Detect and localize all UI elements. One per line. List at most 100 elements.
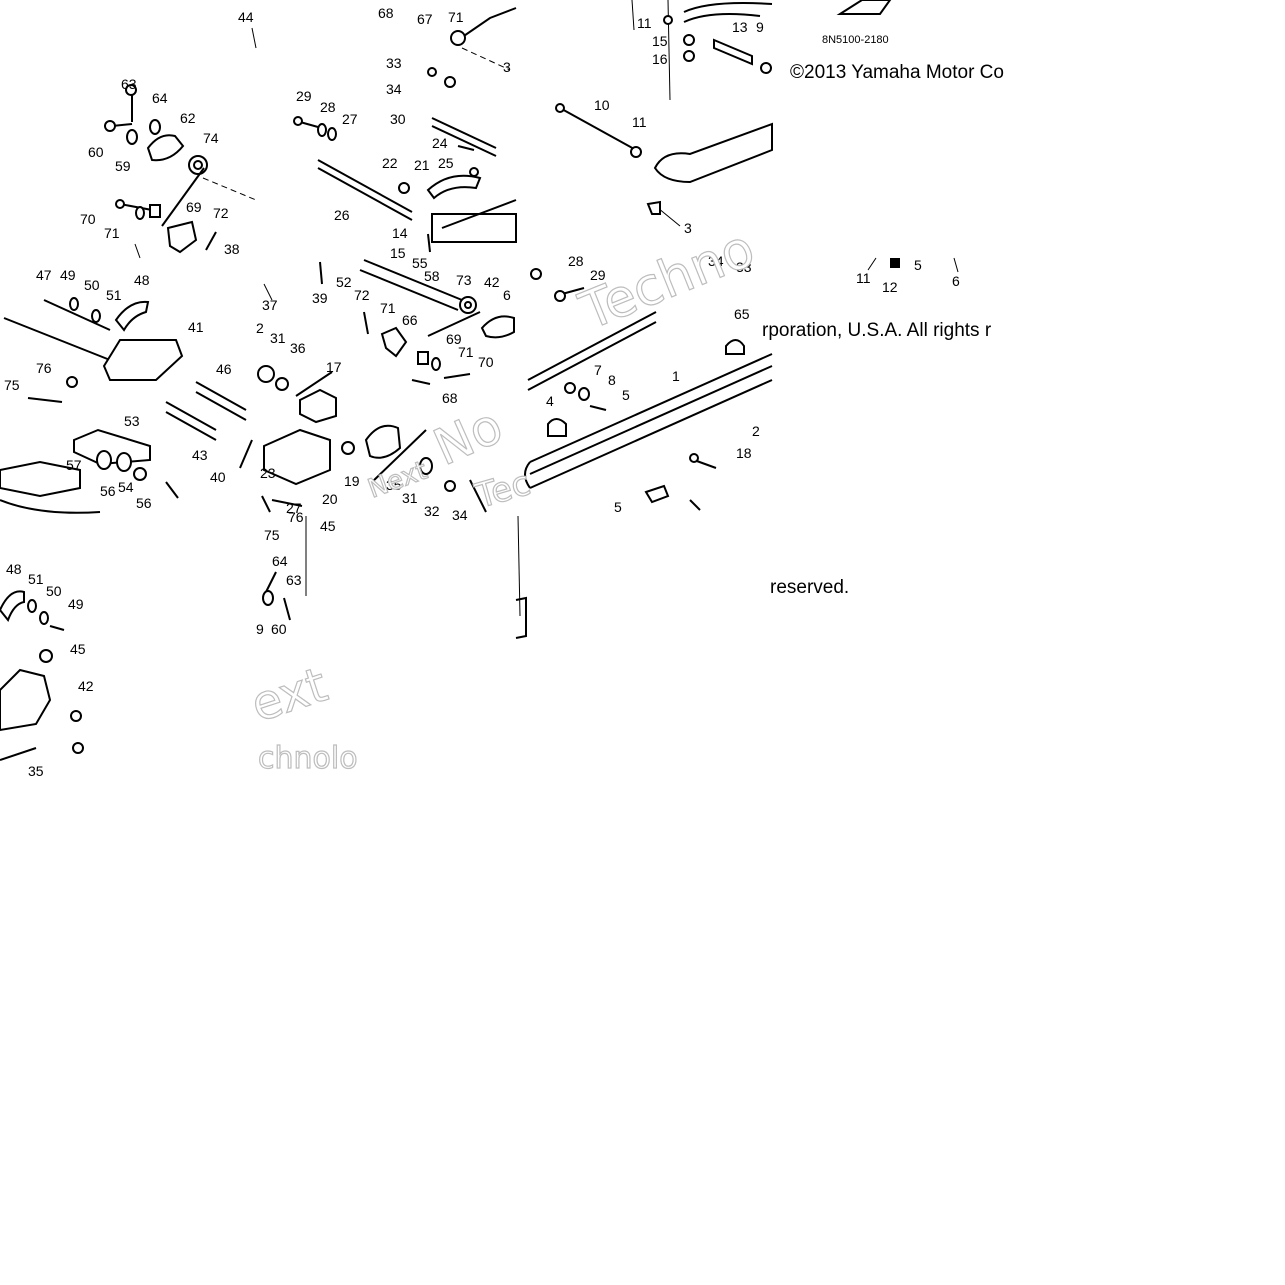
callout-54: 54 [118,479,134,495]
callout-35: 35 [28,763,44,779]
callout-3: 3 [684,220,692,236]
callout-15: 15 [390,245,406,261]
callout-48: 48 [6,561,22,577]
callout-24: 24 [432,135,448,151]
callout-11: 11 [637,15,652,31]
callout-2: 2 [752,423,760,439]
callout-7: 7 [594,362,602,378]
callout-52: 52 [336,274,352,290]
callout-64: 64 [152,90,168,106]
callout-72: 72 [354,287,370,303]
tile-g: 28 29 65 7 8 5 4 1 2 18 5 [515,253,773,639]
callout-29: 29 [590,267,606,283]
callout-39: 39 [312,290,328,306]
callout-60: 60 [88,144,104,160]
callout-56: 56 [100,483,116,499]
tile-h: 48 51 50 49 45 42 35 [0,561,94,779]
callout-71: 71 [448,9,464,25]
callout-12: 12 [882,279,898,295]
callout-32: 32 [424,503,440,519]
callout-71: 71 [104,225,120,241]
callout-38: 38 [224,241,240,257]
callout-11: 11 [856,270,871,286]
callout-25: 25 [438,155,454,171]
callout-11: 11 [632,114,647,130]
callout-1: 1 [672,368,680,384]
callout-70: 70 [80,211,96,227]
callout-6: 6 [952,273,960,289]
watermark-chnolo: chnolo [258,741,358,776]
callout-50: 50 [84,277,100,293]
callout-34: 34 [386,81,402,97]
callout-41: 41 [188,319,204,335]
callout-20: 20 [322,491,338,507]
callout-9: 9 [756,19,764,35]
callout-75: 75 [4,377,20,393]
callout-36: 36 [290,340,306,356]
callout-63: 63 [286,572,302,588]
callout-26: 26 [334,207,350,223]
callout-45: 45 [320,518,336,534]
tile-d: 8N5100-2180 11 12 5 6 34 33 [708,0,960,295]
callout-65: 65 [734,306,750,322]
callout-49: 49 [68,596,84,612]
callout-67: 67 [417,11,433,27]
callout-19: 19 [344,473,360,489]
copyright-line-3: reserved. [770,577,850,599]
callout-74: 74 [203,130,219,146]
callout-29: 29 [296,88,312,104]
callout-69: 69 [446,331,462,347]
callout-13: 13 [732,19,748,35]
callout-33: 33 [736,259,752,275]
callout-5: 5 [614,499,622,515]
copyright-line-1: ©2013 Yamaha Motor Co [790,62,1028,84]
callout-28: 28 [320,99,336,115]
callout-68: 68 [442,390,458,406]
callout-71: 71 [458,344,474,360]
callout-22: 22 [382,155,398,171]
callout-43: 43 [192,447,208,463]
callout-42: 42 [78,678,94,694]
callout-47: 47 [36,267,52,283]
callout-69: 69 [186,199,202,215]
callout-76: 76 [36,360,52,376]
callout-49: 49 [60,267,76,283]
callout-9: 9 [256,621,264,637]
callout-34: 34 [708,253,724,269]
callout-57: 57 [66,457,82,473]
callout-31: 31 [402,490,418,506]
callout-46: 46 [216,361,232,377]
callout-21: 21 [414,157,430,173]
callout-55: 55 [412,255,428,271]
callout-16: 16 [652,51,668,67]
watermark-techno: Techno [571,219,762,343]
callout-37: 37 [262,297,278,313]
copyright-line-2: rporation, U.S.A. All rights r [762,320,1028,342]
watermark-next: Next [364,456,431,505]
callout-40: 40 [210,469,226,485]
callout-63: 63 [121,76,137,92]
callout-2: 2 [256,320,264,336]
callout-51: 51 [106,287,122,303]
callout-68: 68 [378,5,394,21]
callout-64: 64 [272,553,288,569]
callout-45: 45 [70,641,86,657]
callout-56: 56 [136,495,152,511]
callout-44: 44 [238,9,254,25]
callout-62: 62 [180,110,196,126]
callout-50: 50 [46,583,62,599]
tile-e: 47 49 50 51 48 41 76 75 46 53 43 40 57 5… [0,267,253,514]
callout-53: 53 [124,413,140,429]
watermark-tec: Tec [470,463,534,517]
callout-58: 58 [424,268,440,284]
tile-i: 64 63 60 9 [256,516,307,637]
callout-48: 48 [134,272,150,288]
figure-code: 8N5100-2180 [822,34,889,46]
callout-14: 14 [392,225,408,241]
callout-35: 35 [386,477,402,493]
callout-51: 51 [28,571,44,587]
watermark-ext: ext [244,657,334,734]
callout-60: 60 [271,621,287,637]
callout-18: 18 [736,445,752,461]
